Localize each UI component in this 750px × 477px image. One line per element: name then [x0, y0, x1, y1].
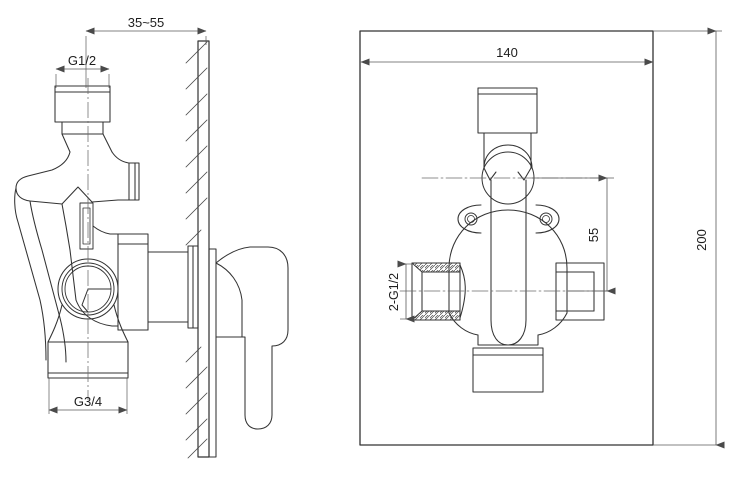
dim-label-plate-height: 200	[694, 229, 709, 251]
trim-plate-outline	[359, 30, 654, 446]
dim-top-thread	[55, 65, 110, 88]
valve-mid-body	[75, 225, 199, 331]
dim-inlet-thread	[397, 260, 415, 323]
inlet-port-left	[411, 262, 466, 321]
front-view-group	[359, 30, 654, 446]
side-view-group	[14, 40, 289, 459]
dim-label-wall-offset: 35~55	[128, 15, 165, 30]
side-view-dimensions	[48, 27, 207, 414]
front-valve-body	[448, 209, 568, 336]
dim-bottom-thread	[48, 378, 128, 414]
dim-label-inlet-height: 55	[586, 228, 601, 242]
dim-label-inlet-thread: 2-G1/2	[387, 273, 401, 311]
mounting-ear-left	[457, 204, 482, 234]
dim-label-bottom-thread: G3/4	[74, 394, 102, 409]
front-bottom-outlet	[472, 334, 544, 393]
dim-plate-height	[653, 27, 725, 449]
upper-outlet-nipple	[54, 85, 113, 153]
wall-hatch-upper	[185, 41, 208, 246]
wall-hatch-lower	[185, 346, 208, 459]
dim-label-plate-width: 140	[496, 45, 518, 60]
handle-profile-left	[14, 187, 77, 363]
dim-wall-offset	[85, 27, 207, 88]
dim-inlet-height	[532, 174, 616, 295]
dim-label-top-thread: G1/2	[68, 53, 96, 68]
trim-plate-side	[208, 248, 217, 458]
lever-handle	[215, 246, 289, 430]
front-view-dimensions	[360, 27, 725, 449]
